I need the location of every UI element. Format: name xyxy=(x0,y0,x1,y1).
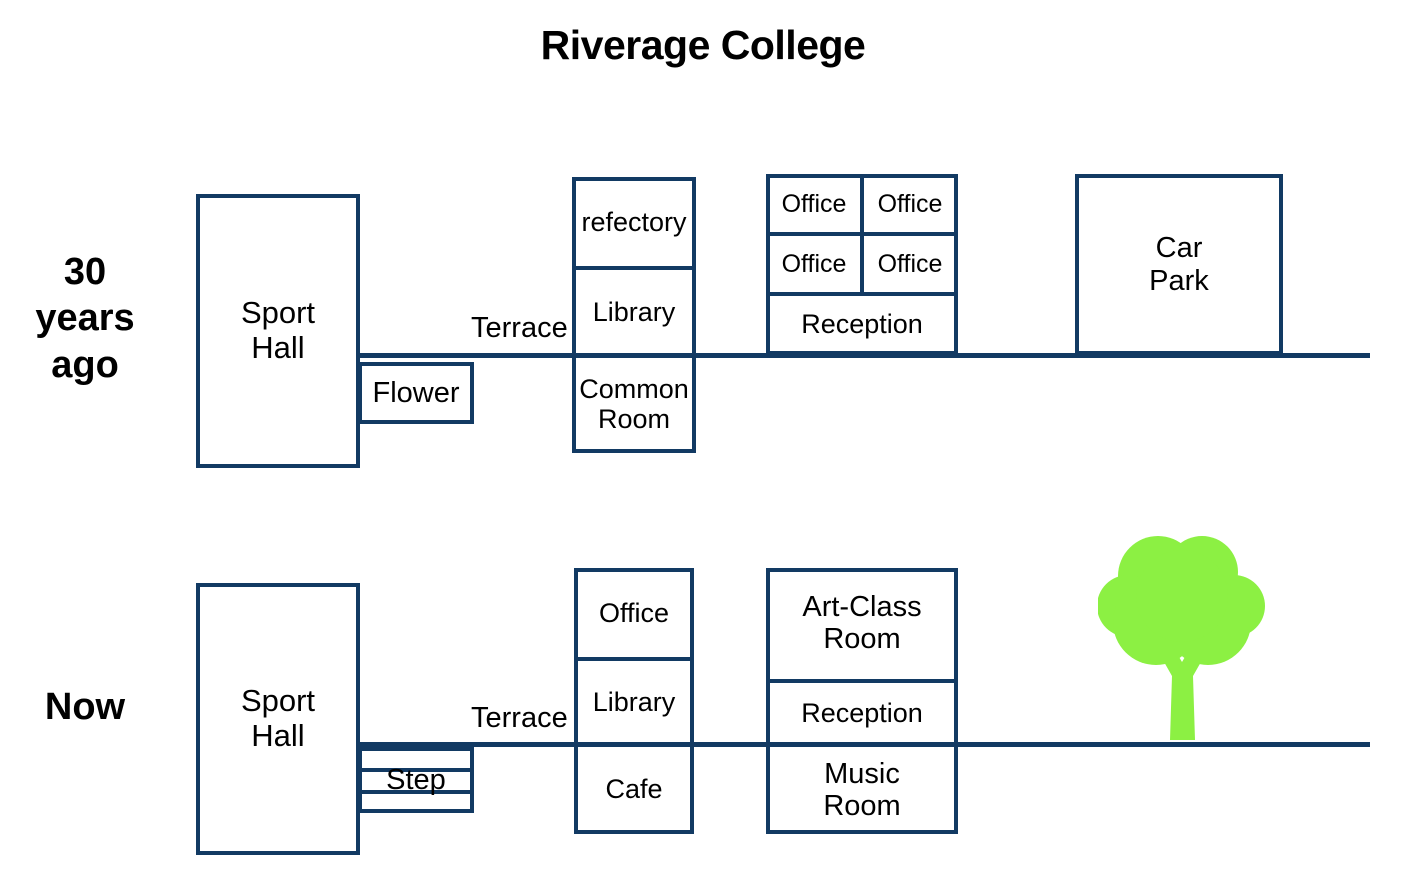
sport-hall-label-line-1: Sport xyxy=(240,683,316,719)
row-label-line-1: Now xyxy=(44,686,126,728)
page-title: Riverage College xyxy=(540,22,866,68)
center-block-divider-1-past xyxy=(572,266,696,270)
right-block-divider-1-now xyxy=(766,679,958,683)
music-room-label-line-1: Music xyxy=(824,757,900,790)
label-refectory-past: refectory xyxy=(572,177,696,267)
row-label-now: Now xyxy=(0,684,170,730)
reception-label-text: Reception xyxy=(801,308,923,339)
building-sport-hall-past: Sport Hall xyxy=(196,194,360,468)
flower-label: Flower xyxy=(372,376,460,409)
library-label-text: Library xyxy=(592,296,676,327)
office-label-text: Office xyxy=(877,249,943,278)
office-label-text: Office xyxy=(598,597,670,628)
row-label-line-2: years xyxy=(35,297,135,340)
art-class-room-label-line-2: Room xyxy=(823,623,901,655)
tree-graphic xyxy=(1097,534,1268,746)
row-label-line-3: ago xyxy=(51,343,119,386)
row-label-line-1: 30 xyxy=(63,251,107,293)
label-office-past-4: Office xyxy=(862,234,958,294)
step-divider-1-now xyxy=(358,768,474,772)
label-library-now: Library xyxy=(574,660,694,744)
office-block-vdivider-past xyxy=(860,174,864,294)
terrace-label-text: Terrace xyxy=(471,702,568,734)
label-office-now: Office xyxy=(574,568,694,658)
office-block-hdivider-2-past xyxy=(766,292,958,296)
center-block-divider-1-now xyxy=(574,657,694,661)
library-label-text: Library xyxy=(592,686,676,717)
ground-line-past xyxy=(360,353,1370,358)
building-sport-hall-now: Sport Hall xyxy=(196,583,360,855)
cafe-label-text: Cafe xyxy=(605,773,663,804)
label-music-room-now: Music Room xyxy=(766,746,958,834)
sport-hall-label-line-1: Sport xyxy=(240,295,316,331)
step-divider-2-now xyxy=(358,790,474,794)
label-reception-now: Reception xyxy=(766,682,958,744)
label-terrace-past: Terrace xyxy=(471,312,568,345)
common-room-label-line-1: Common xyxy=(579,373,689,404)
label-common-room-past: Common Room xyxy=(572,358,696,450)
common-room-label-line-2: Room xyxy=(597,404,671,434)
office-label-text: Office xyxy=(781,249,847,278)
label-reception-past: Reception xyxy=(766,294,958,354)
step-label-text: Step xyxy=(386,763,446,796)
music-room-label-line-2: Room xyxy=(823,790,901,822)
label-office-past-1: Office xyxy=(766,174,862,234)
office-label-text: Office xyxy=(877,189,943,218)
row-label-30-years-ago: 30 years ago xyxy=(0,249,170,388)
refectory-label-text: refectory xyxy=(581,206,687,237)
office-label-text: Office xyxy=(781,189,847,218)
building-flower-past: Flower xyxy=(358,362,474,424)
label-cafe-now: Cafe xyxy=(574,746,694,832)
tree-icon xyxy=(1097,536,1265,740)
terrace-label-text: Terrace xyxy=(471,312,568,344)
label-library-past: Library xyxy=(572,270,696,354)
car-park-label-line-2: Park xyxy=(1149,264,1209,297)
building-center-block-past xyxy=(572,177,696,453)
reception-label-text: Reception xyxy=(801,697,923,728)
building-right-block-now xyxy=(766,568,958,834)
building-step-now xyxy=(358,747,474,813)
art-class-room-label-line-1: Art-Class xyxy=(802,590,922,623)
label-terrace-now: Terrace xyxy=(471,702,568,735)
label-art-class-room-now: Art-Class Room xyxy=(766,568,958,678)
label-step-now: Step xyxy=(358,747,474,813)
label-office-past-2: Office xyxy=(862,174,958,234)
building-car-park-past: Car Park xyxy=(1075,174,1283,355)
building-center-block-now xyxy=(574,568,694,834)
sport-hall-label-line-2: Hall xyxy=(251,330,305,365)
car-park-label-line-1: Car xyxy=(1155,232,1203,265)
label-office-past-3: Office xyxy=(766,234,862,294)
ground-line-now xyxy=(360,742,1370,747)
sport-hall-label-line-2: Hall xyxy=(251,718,305,753)
